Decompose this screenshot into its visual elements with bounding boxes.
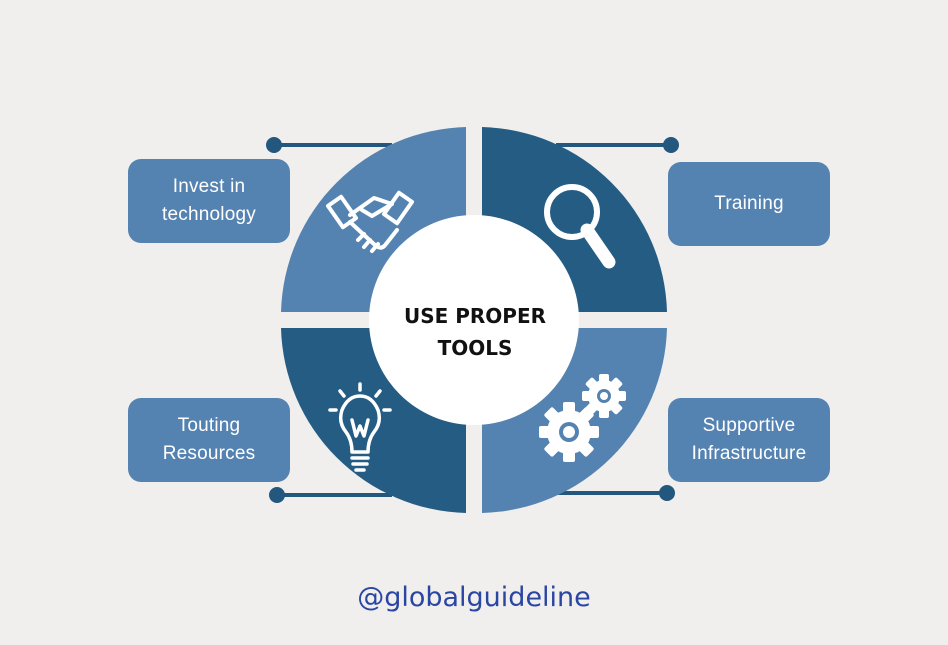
lightbulb-icon: [328, 382, 392, 472]
label-box-supportive-infrastructure: Supportive Infrastructure: [668, 398, 830, 482]
connector-bottom-left: [269, 487, 392, 503]
gears-icon: [539, 374, 626, 462]
connector-top-left: [266, 137, 392, 153]
magnifier-icon: [544, 184, 616, 269]
label-box-invest-in-technology: Invest in technology: [128, 159, 290, 243]
center-circle: [369, 215, 579, 425]
connector-bottom-right: [556, 485, 675, 501]
connector-top-right: [556, 137, 679, 153]
footer-handle: @globalguideline: [357, 582, 591, 613]
small-gear: [582, 374, 626, 418]
handshake-icon: [325, 190, 415, 253]
center-title: USE PROPER TOOLS: [403, 304, 547, 360]
label-box-touting-resources: Touting Resources: [128, 398, 290, 482]
label-box-training: Training: [668, 162, 830, 246]
